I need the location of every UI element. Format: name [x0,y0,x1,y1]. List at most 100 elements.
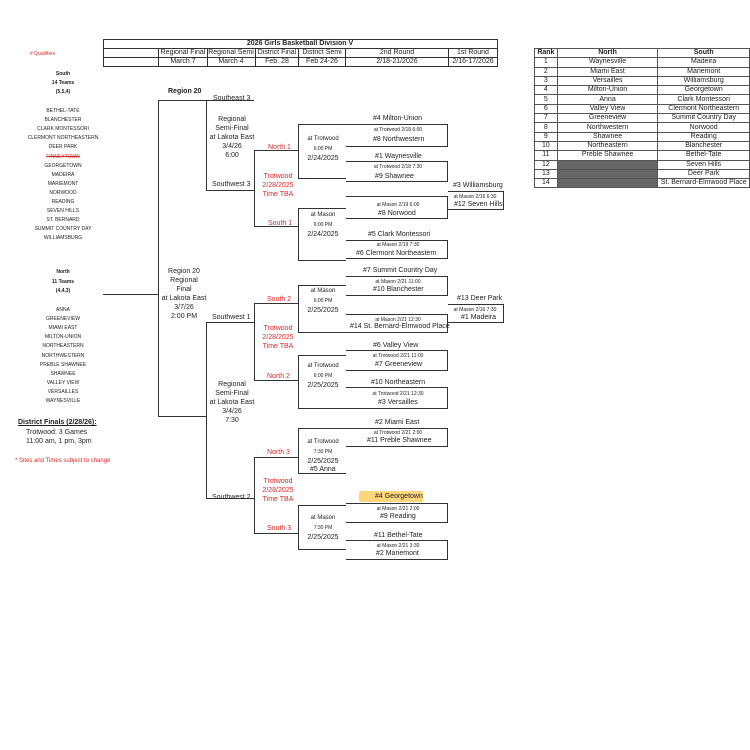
team-list-item: DEER PARK [48,144,78,151]
site-south1: South 1 [268,220,293,227]
team-list-item: WAYNESVILLE [45,398,81,404]
site-south3: South 3 [267,525,292,532]
semi-bot-l3: at Lakota East [209,399,255,406]
label-southwest1: Southwest 1 [212,314,251,321]
r2-g5-top: #7 Summit Country Day [363,267,438,274]
south-header: South [657,47,750,59]
trotwood-2-l3: Time TBA [262,343,294,350]
round-date: 2/18-21/2026 [376,58,418,65]
ds6-time: 7:30 PM [313,525,333,531]
team-list-item: READING [51,199,75,205]
r1-g2-info: at Mason 2/16 7:30 [453,307,497,313]
north-heading: North [56,269,70,275]
r2-g1-bot: #8 Northwestern [373,136,425,143]
round-name: Regional Semi [208,49,254,56]
ds5-extra-team: #5 Anna [310,466,336,473]
regional-final-l2: Regional [170,277,198,284]
r2-g9-info: at Trotwood 2/21 2:00 [373,430,423,436]
team-list-item: NORTHWESTERN [41,352,85,359]
south-cell: Norwood [657,122,750,133]
semi-top-l1: Regional [218,116,246,123]
trotwood-1-l3: Time TBA [262,191,294,198]
north-cell: Anna [556,94,659,105]
label-southwest3: Southwest 3 [212,181,251,188]
south-split: (5,5,4) [55,89,71,95]
semi-bot-l5: 7:30 [225,417,239,424]
rank-cell: 1 [534,57,558,68]
team-list-item: GREENEVIEW [46,316,80,323]
team-list-item: MARIEMONT [47,180,79,187]
r1-g2-top: #13 Deer Park [457,295,503,302]
north-count: 11 Teams [51,279,75,285]
semi-bot-l2: Semi-Final [215,390,249,397]
r2-g7-bot: #7 Greeneview [375,361,423,368]
r2-g11-bot: #2 Mariemont [376,550,419,557]
rank-cell: 9 [534,131,558,142]
team-list-item: PREBLE SHAWNEE [39,361,87,368]
rank-cell: 10 [534,140,558,152]
team-list-item: MILTON-UNION [44,334,82,341]
ds1-site: at Trotwood [307,136,339,142]
r2-g10-top: #4 Georgetown [375,493,423,500]
north-cell: Milton-Union [556,85,659,96]
district-finals-line2: 11:00 am, 1 pm, 3pm [26,438,92,445]
north-cell: Northeastern [556,140,659,152]
ds3-time: 6:00 PM [313,298,333,304]
round-date: Feb 24-26 [306,58,338,65]
south-cell: St. Bernard-Elmwood Place [657,178,750,189]
r2-g9-bot: #11 Preble Shawnee [367,437,432,444]
north-cell: Miami East [556,66,659,77]
rank-cell: 5 [534,94,558,105]
round-name: Regional Final [160,49,206,56]
rank-table-header: Rank North South [534,47,750,59]
south-cell: Williamsburg [657,75,750,87]
south-cell: Madeira [657,57,750,68]
team-list-item: CLERMONT NORTHEASTERN [27,135,99,142]
team-list-item: SUMMIT COUNTRY DAY [34,226,92,233]
r2-g3-info: at Mason 2/19 6:00 [376,202,420,208]
r1-g1-info: at Mason 2/16 6:30 [453,194,497,200]
region-label: Region 20 [168,88,202,95]
south-cell: Mariemont [657,66,750,77]
ds4-time: 6:00 PM [313,373,333,379]
r2-g7-info: at Trotwood 2/21 11:00 [372,353,424,359]
highlight [359,491,423,502]
north-split: (4,4,3) [55,288,71,294]
semi-bot-l4: 3/4/26 [222,408,242,415]
ds1-date: 2/24/2025 [307,155,339,162]
r2-g8-bot: #3 Versailles [378,399,418,406]
rank-cell: 8 [534,122,558,133]
r2-g12-top: #10 Northeastern [371,379,426,386]
trotwood-3-l1: Trotwood [263,478,293,485]
north-cell: Versailles [556,75,659,87]
ds3-site: at Mason [310,288,336,294]
ds6-site: at Mason [310,515,336,521]
ds3-date: 2/25/2025 [307,307,339,314]
r2-g10-info: at Mason 2/21 2:00 [376,506,420,512]
team-list-item: ST. BERNARD [46,217,80,224]
team-list-item: VALLEY VIEW [46,379,80,386]
semi-top-l5: 6:00 [225,152,239,159]
ds1-time: 6:00 PM [313,146,333,152]
ds6-date: 2/25/2025 [307,534,339,541]
round-date: 2/16-17/2026 [452,58,494,65]
round-name: 1st Round [457,49,489,56]
regional-final-l1: Region 20 [168,268,200,275]
ds5-site: at Trotwood [307,439,339,445]
rank-cell: 2 [534,66,558,77]
trotwood-1-l2: 2/28/2025 [262,182,294,189]
district-finals-line1: Trotwood: 3 Games [26,429,88,436]
r2-g5-info: at Mason 2/21 11:00 [375,279,421,285]
team-list-item: FINNEYTOWN [46,153,80,160]
r2-g4-bot: #6 Clermont Northeastern [356,250,437,257]
r2-g6-bot: #14 St. Bernard-Elmwood Place [350,323,450,330]
ds4-site: at Trotwood [307,363,339,369]
r2-g9-top: #2 Miami East [375,419,420,426]
north-cell: Shawnee [556,131,659,142]
